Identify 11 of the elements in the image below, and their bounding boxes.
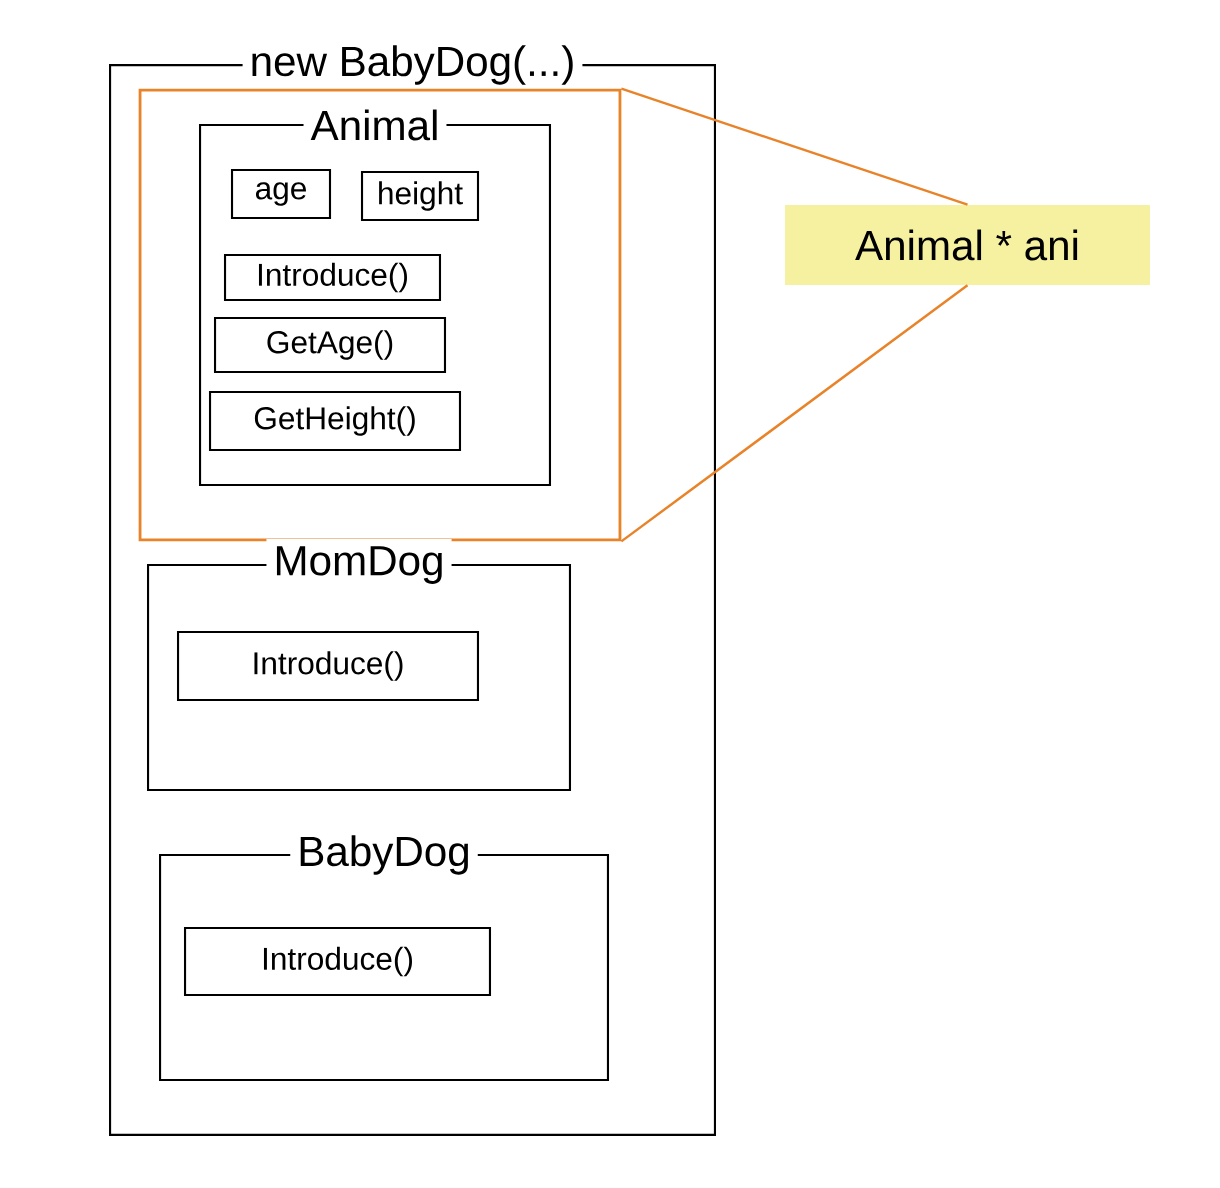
member-box: Introduce() [177, 630, 480, 702]
member-box: age [230, 168, 332, 220]
highlighted-variable: Animal * ani [785, 205, 1150, 285]
connector-line [620, 284, 969, 543]
member-box: GetAge() [213, 316, 447, 374]
member-box: Introduce() [184, 926, 492, 997]
connector-line [620, 87, 968, 206]
member-box: height [360, 170, 480, 222]
member-box: Introduce() [223, 253, 442, 302]
frame [138, 88, 622, 542]
member-box: GetHeight() [208, 390, 462, 452]
